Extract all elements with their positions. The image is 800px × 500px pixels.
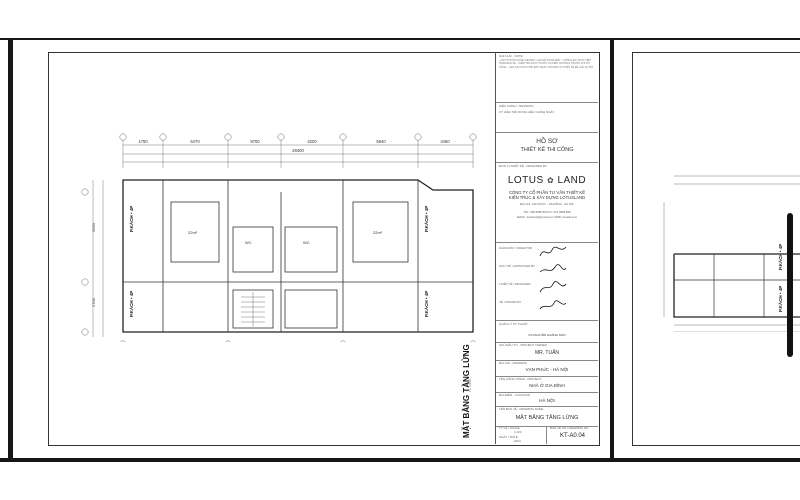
room-label-3: P.KÁCH • 4P xyxy=(423,206,429,232)
notes-section: GHI CHÚ - NOTE - KÍCH THƯỚC DÙNG MILIMET… xyxy=(496,52,598,103)
sheet-number-cell: BẢN VẼ SỐ / DRAWING NO KT-A0.04 xyxy=(547,426,598,444)
location-value: HÀ NỘI xyxy=(539,398,555,403)
sheet-info-section: TỶ LỆ / SCALE 1:100 NGÀY / DATE 2024 BẢN… xyxy=(496,426,598,444)
bottom-margin xyxy=(0,462,800,500)
room-label-2: P.KÁCH • 4P xyxy=(128,291,134,317)
company-logo: LOTUS ✿ LAND xyxy=(507,175,587,186)
area-label-2: 22m² xyxy=(373,230,383,235)
owner-label: CHỦ ĐẦU TƯ - PROJECT OWNER xyxy=(499,343,547,347)
project-label: TÊN CÔNG TRÌNH - PROJECT xyxy=(499,377,542,381)
sheet-border xyxy=(48,52,600,446)
area-label-1: 22m² xyxy=(188,230,198,235)
drawing-vertical-title: MẶT BẰNG TẦNG LỬNG xyxy=(462,344,471,438)
company-address: ĐỊA CHỈ: VẠN PHÚC - HÀ ĐÔNG - HÀ NỘI xyxy=(520,202,574,206)
company-name-2: KIẾN TRÚC & XÂY DỰNG LOTUSLAND xyxy=(508,195,586,200)
left-dim-1: 2650 xyxy=(91,222,96,232)
sig4-label: VẼ / DRAWN BY xyxy=(499,300,522,304)
revision-section: HIỆU CHỈNH - REVISION KÝ HIỆU NỘI DUNG H… xyxy=(496,102,598,133)
overall-dim-top: 28400 xyxy=(292,148,304,153)
signature-4 xyxy=(539,300,567,310)
manager-name: KS NGUYỄN HOÀNG SƠN xyxy=(528,333,566,337)
designer-section: ĐƠN VỊ THIẾT KẾ - DESIGNED BY LOTUS ✿ LA… xyxy=(496,162,598,243)
scale-label: TỶ LỆ / SCALE xyxy=(499,426,520,430)
scale-value: 1:100 xyxy=(514,430,522,434)
revision-row: KÝ HIỆU NỘI DUNG HIỆU CHỈNH NGÀY xyxy=(499,110,555,114)
drawing-sheet-main[interactable]: 1750 5470 9700 4200 5940 3460 28400 6935… xyxy=(13,40,610,458)
wc-label-2: WC xyxy=(303,240,310,245)
address-section: ĐỊA CHỈ - ADDRESS VẠN PHÚC - HÀ NỘI xyxy=(496,360,598,377)
signature-3 xyxy=(539,281,567,293)
company-name-1: CÔNG TY CỔ PHẦN TƯ VẤN THIẾT KẾ xyxy=(508,190,586,195)
owner-section: CHỦ ĐẦU TƯ - PROJECT OWNER MR. TUẤN xyxy=(496,342,598,361)
company-contacts: TEL: 098 8888 88 FAX: 024 3888 888 xyxy=(523,210,571,214)
top-dim-2: 5470 xyxy=(190,139,200,144)
signature-2 xyxy=(539,264,567,273)
scale-date-cell: TỶ LỆ / SCALE 1:100 NGÀY / DATE 2024 xyxy=(496,426,547,444)
next-room-label-2: P.KÁCH • 4P xyxy=(777,286,783,312)
date-value: 2024 xyxy=(514,439,521,443)
notes-text: - KÍCH THƯỚC DÙNG MILIMET, CAO ĐỘ DÙNG M… xyxy=(499,59,594,69)
next-sheet-border xyxy=(632,52,800,446)
sig2-label: CHỦ TRÌ / APPROVED BY xyxy=(499,264,535,268)
floor-plan: 1750 5470 9700 4200 5940 3460 28400 6935… xyxy=(81,133,477,342)
drawing-name-value: MẶT BẰNG TẦNG LỬNG xyxy=(515,415,579,421)
title-block: GHI CHÚ - NOTE - KÍCH THƯỚC DÙNG MILIMET… xyxy=(495,52,598,444)
company-email: EMAIL: lotusland@gmail.com WEB: lotuslan… xyxy=(516,215,578,219)
room-label-1: P.KÁCH • 4P xyxy=(128,206,134,232)
top-dim-5: 5940 xyxy=(376,139,386,144)
designer-label: ĐƠN VỊ THIẾT KẾ - DESIGNED BY xyxy=(499,164,547,168)
project-value: NHÀ Ở GIA ĐÌNH xyxy=(529,383,565,388)
sig3-label: THIẾT KẾ / DESIGNER xyxy=(499,282,531,286)
sheet-number: KT-A0.04 xyxy=(559,433,585,439)
revision-label: HIỆU CHỈNH - REVISION xyxy=(499,104,534,108)
location-section: ĐỊA ĐIỂM - LOCATION HÀ NỘI xyxy=(496,392,598,407)
notes-header: GHI CHÚ - NOTE xyxy=(499,54,523,58)
date-label: NGÀY / DATE xyxy=(499,435,518,439)
previous-sheet[interactable] xyxy=(0,40,8,458)
location-label: ĐỊA ĐIỂM - LOCATION xyxy=(499,393,530,397)
next-room-label-1: P.KÁCH • 4P xyxy=(777,244,783,270)
stage-section: HỒ SƠ THIẾT KẾ THI CÔNG xyxy=(496,132,598,163)
stage-line2: THIẾT KẾ THI CÔNG xyxy=(520,147,574,153)
signature-1 xyxy=(539,246,567,257)
wc-label-1: WC xyxy=(245,240,252,245)
top-dim-6: 3460 xyxy=(440,139,450,144)
top-dim-3: 9700 xyxy=(250,139,260,144)
owner-name: MR. TUẤN xyxy=(534,350,560,356)
vertical-scrollbar[interactable] xyxy=(787,213,793,357)
top-dim-1: 1750 xyxy=(138,139,148,144)
top-dim-4: 4200 xyxy=(307,139,317,144)
lotus-icon: ✿ xyxy=(546,176,555,185)
drawing-vertical-scale: TL: 1/100 xyxy=(468,379,472,392)
stage-line1: HỒ SƠ xyxy=(536,138,558,145)
drawing-name-section: TÊN BẢN VẼ - DRAWING NAME MẶT BẰNG TẦNG … xyxy=(496,406,598,427)
project-section: TÊN CÔNG TRÌNH - PROJECT NHÀ Ở GIA ĐÌNH xyxy=(496,376,598,393)
drawing-name-label: TÊN BẢN VẼ - DRAWING NAME xyxy=(499,407,544,411)
manager-section: QUẢN LÝ KỸ THUẬT KS NGUYỄN HOÀNG SƠN xyxy=(496,320,598,343)
document-viewer[interactable]: 1750 5470 9700 4200 5940 3460 28400 6935… xyxy=(0,38,800,462)
top-margin xyxy=(0,0,800,38)
signature-section: GIÁM ĐỐC / DIRECTOR CHỦ TRÌ / APPROVED B… xyxy=(496,242,598,321)
address-value: VẠN PHÚC - HÀ NỘI xyxy=(525,367,569,372)
sheet-label: BẢN VẼ SỐ / DRAWING NO xyxy=(550,426,589,430)
sig1-label: GIÁM ĐỐC / DIRECTOR xyxy=(499,246,533,250)
manager-label: QUẢN LÝ KỸ THUẬT xyxy=(499,322,528,326)
next-sheet[interactable]: P.KÁCH • 4P P.KÁCH • 4P xyxy=(614,40,800,458)
left-dim-2: 2700 xyxy=(91,297,96,307)
next-sheet-floor-plan: P.KÁCH • 4P P.KÁCH • 4P xyxy=(663,175,800,332)
address-label: ĐỊA CHỈ - ADDRESS xyxy=(499,361,527,365)
room-label-4: P.KÁCH • 4P xyxy=(423,291,429,317)
